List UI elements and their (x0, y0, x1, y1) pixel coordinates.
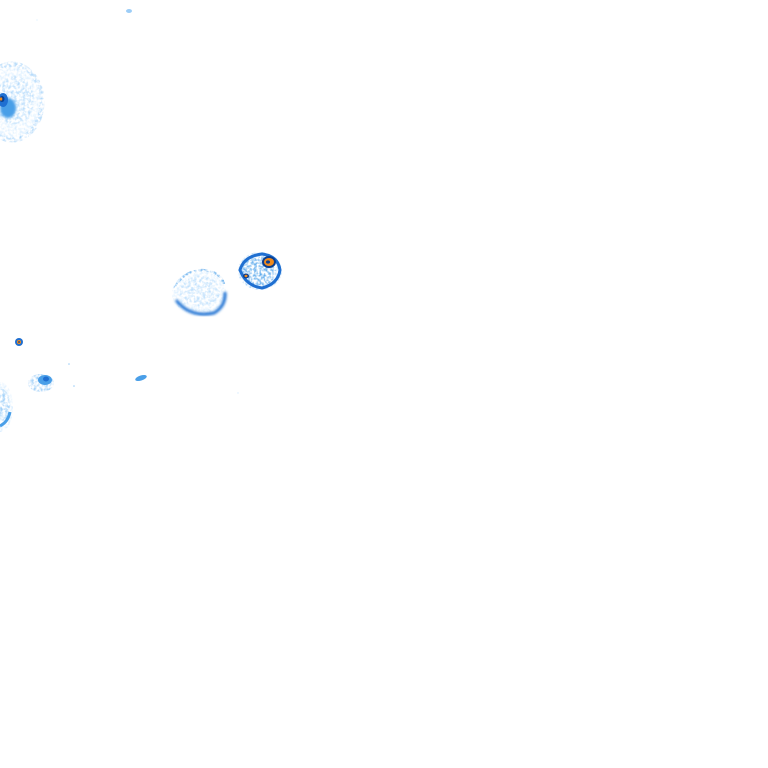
speck (36, 19, 38, 21)
streak (135, 374, 147, 382)
speck (237, 392, 239, 394)
cell-center-oval (172, 268, 227, 316)
speck-top (126, 9, 132, 13)
cell-dot (15, 338, 23, 346)
cell-left-edge (0, 382, 13, 432)
speck (68, 363, 70, 365)
cell-small-blob (28, 374, 54, 392)
cell-top-left (0, 61, 45, 143)
cell-intense (238, 252, 282, 290)
speck (73, 385, 75, 387)
